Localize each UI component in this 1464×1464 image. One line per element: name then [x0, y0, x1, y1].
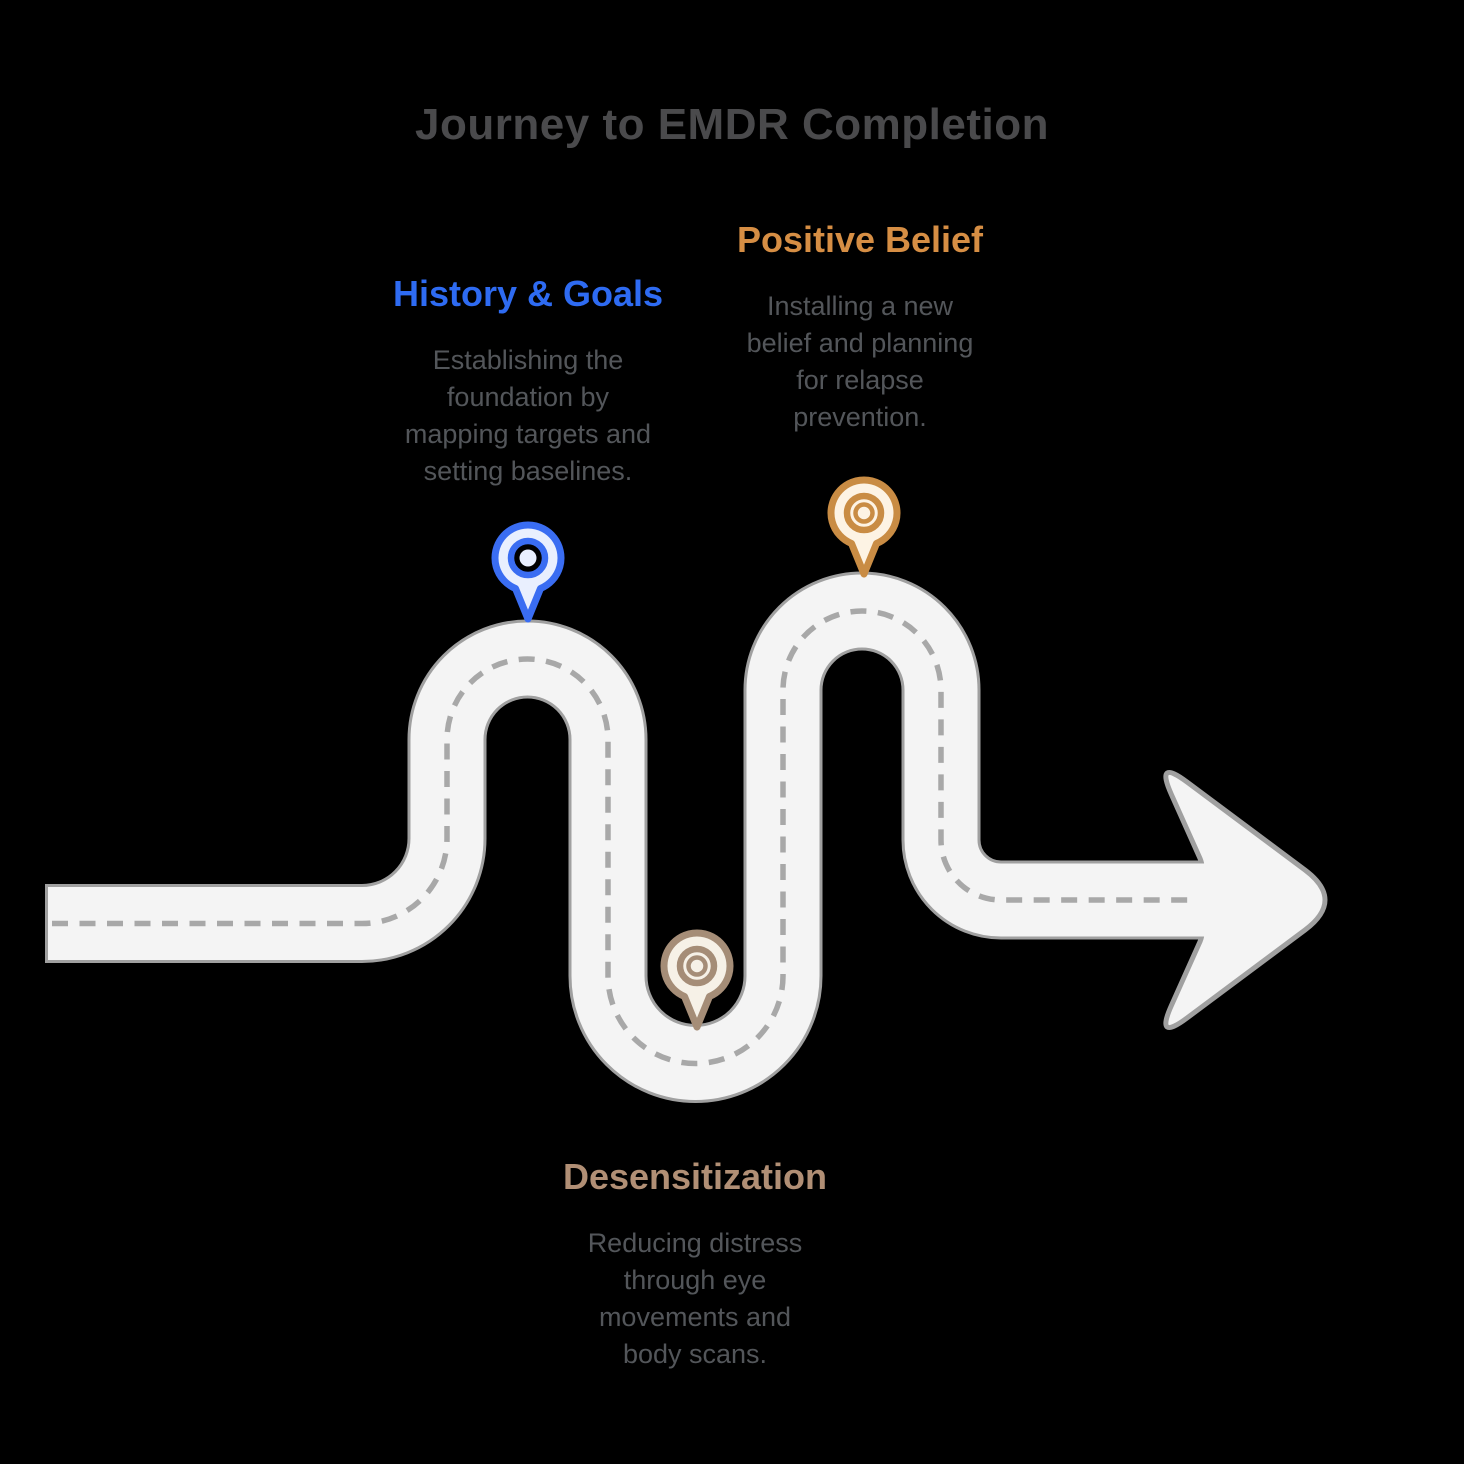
milestone-history-goals-description: Establishing the foundation by mapping t… [404, 345, 652, 486]
milestone-desensitization: Desensitization Reducing distress throug… [515, 1155, 875, 1373]
page-title: Journey to EMDR Completion [415, 100, 1049, 149]
pin-dot [519, 549, 537, 567]
map-pin-icon-positive-belief [827, 476, 901, 578]
pin-ring [676, 945, 718, 987]
pin-ring [843, 492, 885, 534]
milestone-history-goals-label: History & Goals [392, 273, 664, 314]
milestone-history-goals: History & Goals Establishing the foundat… [348, 272, 708, 490]
pin-dot [853, 502, 875, 524]
road-surface [48, 574, 1225, 1100]
milestone-desensitization-label: Desensitization [562, 1156, 828, 1197]
milestone-positive-belief-label: Positive Belief [736, 219, 984, 260]
map-pin-icon-history-goals [491, 521, 565, 623]
milestone-desensitization-description: Reducing distress through eye movements … [587, 1228, 803, 1369]
milestone-positive-belief-description: Installing a new belief and planning for… [746, 291, 974, 432]
milestone-positive-belief: Positive Belief Installing a new belief … [680, 218, 1040, 436]
map-pin-icon-desensitization [660, 929, 734, 1031]
road-center-dashes [52, 608, 1195, 1067]
pin-dot [686, 955, 708, 977]
